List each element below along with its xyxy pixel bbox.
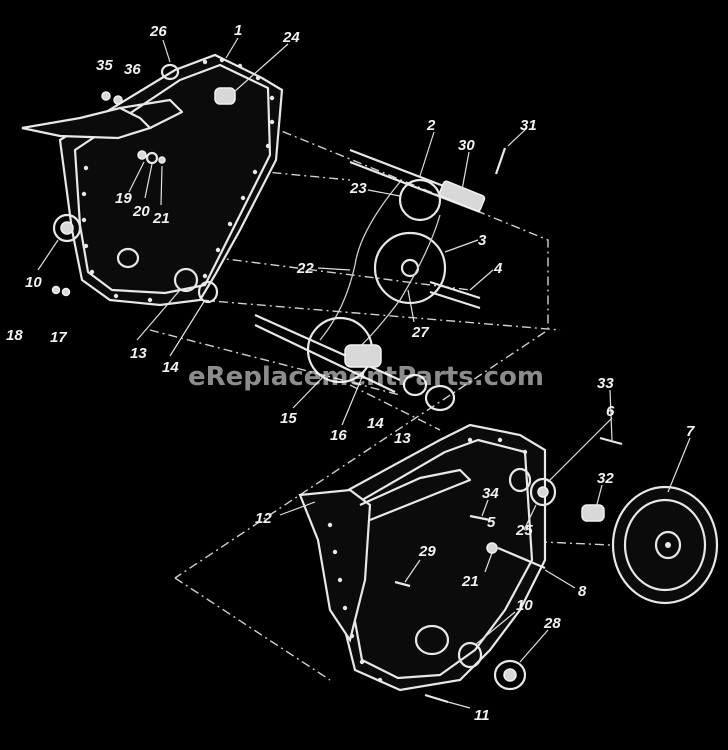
callout-14-right: 14: [367, 415, 384, 432]
bushing-24: [214, 87, 236, 105]
screw-33: [599, 436, 623, 446]
callout-30: 30: [458, 137, 475, 154]
callout-33: 33: [597, 375, 614, 392]
callout-7: 7: [686, 423, 695, 440]
housing-bolt-holes: [81, 57, 275, 303]
callout-28: 28: [543, 615, 561, 632]
screw-11: [424, 693, 449, 704]
nut-21: [158, 156, 166, 164]
bolt-18: [51, 285, 61, 295]
callout-14-left: 14: [162, 359, 179, 376]
callout-4: 4: [493, 260, 503, 277]
callout-36: 36: [124, 61, 141, 78]
callout-3: 3: [478, 232, 487, 249]
screw-29: [394, 580, 411, 588]
callout-10-left: 10: [25, 274, 42, 291]
callout-labels: 1 26 24 35 36 2 31 30 23 19 20 21 3 22 4…: [6, 22, 695, 724]
callout-13-right: 13: [394, 430, 411, 447]
callout-31: 31: [520, 117, 537, 134]
spacer-26: [160, 63, 180, 81]
assembly-guide-lines: [139, 109, 611, 681]
leader-lines: [37, 37, 691, 709]
seal-14-right: [402, 373, 428, 397]
pulley-7: [611, 485, 719, 605]
bearing-13-right: [424, 384, 456, 412]
bearing-13-left: [173, 267, 199, 293]
pin-31: [494, 147, 507, 175]
drive-shaft-assembly: [254, 147, 507, 412]
callout-24: 24: [282, 29, 300, 46]
callout-1: 1: [234, 22, 242, 39]
callout-23: 23: [349, 180, 367, 197]
callout-10-right: 10: [516, 597, 533, 614]
callout-20: 20: [132, 203, 150, 220]
callout-25: 25: [515, 522, 533, 539]
callout-13-left: 13: [130, 345, 147, 362]
callout-16: 16: [330, 427, 347, 444]
bolt-19: [137, 150, 147, 160]
callout-8: 8: [578, 583, 587, 600]
callout-6: 6: [606, 403, 615, 420]
right-housing-half: [298, 423, 557, 692]
callout-19: 19: [115, 190, 132, 207]
callout-32: 32: [597, 470, 614, 487]
lower-shaft: [254, 313, 401, 393]
callout-21-left: 21: [152, 210, 170, 227]
key-30: [438, 180, 486, 212]
right-hardware: [394, 436, 623, 704]
callout-18: 18: [6, 327, 23, 344]
washer-20: [145, 151, 159, 165]
bearing-seat: [414, 624, 450, 656]
callout-15: 15: [280, 410, 297, 427]
callout-11: 11: [474, 707, 490, 724]
callout-26: 26: [149, 23, 167, 40]
hub-16: [344, 344, 382, 368]
nut-17: [61, 287, 71, 297]
callout-5: 5: [487, 514, 496, 531]
seal-10-right: [457, 641, 483, 669]
sprocket-23: [398, 178, 442, 222]
nut-35: [101, 91, 111, 101]
callout-22: 22: [296, 260, 314, 277]
callout-34: 34: [482, 485, 499, 502]
top-left-hardware: [51, 63, 236, 304]
spacer-32: [581, 504, 605, 522]
bolt-8: [497, 546, 546, 570]
callout-27: 27: [411, 324, 429, 341]
callout-35: 35: [96, 57, 113, 74]
hub-6: [529, 477, 557, 507]
nut-21-right: [486, 542, 498, 554]
callout-17: 17: [50, 329, 67, 346]
right-housing-bolt-holes: [327, 437, 528, 683]
bolt-34: [469, 514, 491, 522]
callout-21-right: 21: [461, 573, 479, 590]
callout-29: 29: [418, 543, 436, 560]
callout-2: 2: [426, 117, 436, 134]
seal-10-left: [52, 213, 82, 243]
washer-36: [113, 95, 123, 105]
bearing-28: [493, 659, 527, 691]
shaft-4: [429, 280, 481, 310]
seal-14-left: [197, 280, 219, 304]
watermark: eReplacementParts.com: [188, 362, 544, 392]
left-housing-half: [21, 53, 284, 307]
callout-12: 12: [255, 510, 272, 527]
